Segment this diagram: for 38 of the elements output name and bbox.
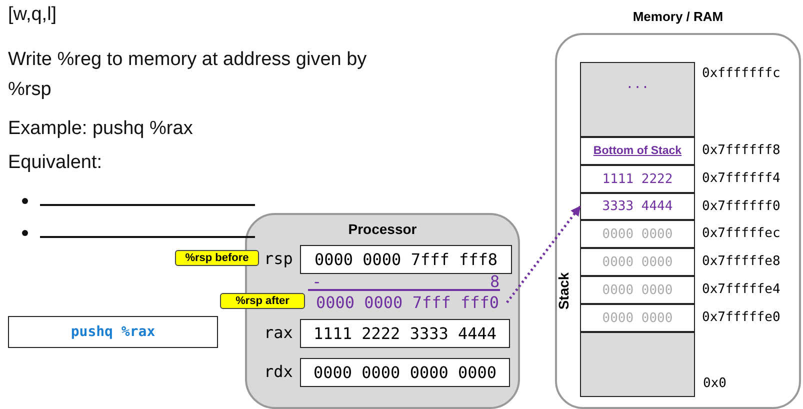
address-label: 0x7fffffe4 [702,282,780,297]
address-label: 0x7fffffe8 [702,254,780,269]
panel-title: Memory / RAM [632,9,724,24]
stack-cell: 0000 0000 [580,276,695,304]
address-label: 0x7fffffe0 [702,310,780,325]
operand-label: - [312,272,322,291]
register-box: 0000 0000 0000 0000 [300,358,510,387]
highlight-tag: %rsp before [175,250,259,266]
register-box: 0000 0000 7fff fff8 [300,245,512,274]
stack-label: Stack [556,272,572,310]
slide-text: Example: pushq %rax [8,118,193,140]
address-label: 0x7fffffec [702,226,780,241]
stack-cell: 0000 0000 [580,220,695,248]
panel-title: Processor [347,221,418,237]
address-label: 0x7ffffff4 [702,171,780,186]
slide-text: Write %reg to memory at address given by %rsp [8,48,368,102]
address-label: 0x7ffffff0 [702,199,780,214]
stack-cell: 1111 2222 [580,165,695,193]
slide-text: Equivalent: [8,152,102,174]
stack-cell: 3333 4444 [580,193,695,220]
highlight-tag: %rsp after [220,293,305,309]
register-value: 0000 0000 7fff fff0 [310,294,505,311]
operand-label: 8 [490,272,500,291]
register-box: 1111 2222 3333 4444 [300,319,510,348]
instruction-box: pushq %rax [8,316,218,348]
address-label: 0x0 [703,376,726,391]
stack-cell: 0000 0000 [580,304,695,332]
stack-cell: 0000 0000 [580,248,695,276]
register-name: rdx [264,362,293,381]
register-name: rax [264,323,293,342]
memory-region [580,332,695,397]
address-label: 0x7ffffff8 [702,143,780,158]
register-name: rsp [264,249,293,268]
stack-cell: Bottom of Stack [580,137,695,165]
address-label: 0xfffffffc [702,66,780,81]
memory-region: ... [580,62,695,137]
arrow [506,206,581,304]
slide-text: [w,q,l] [8,4,57,26]
